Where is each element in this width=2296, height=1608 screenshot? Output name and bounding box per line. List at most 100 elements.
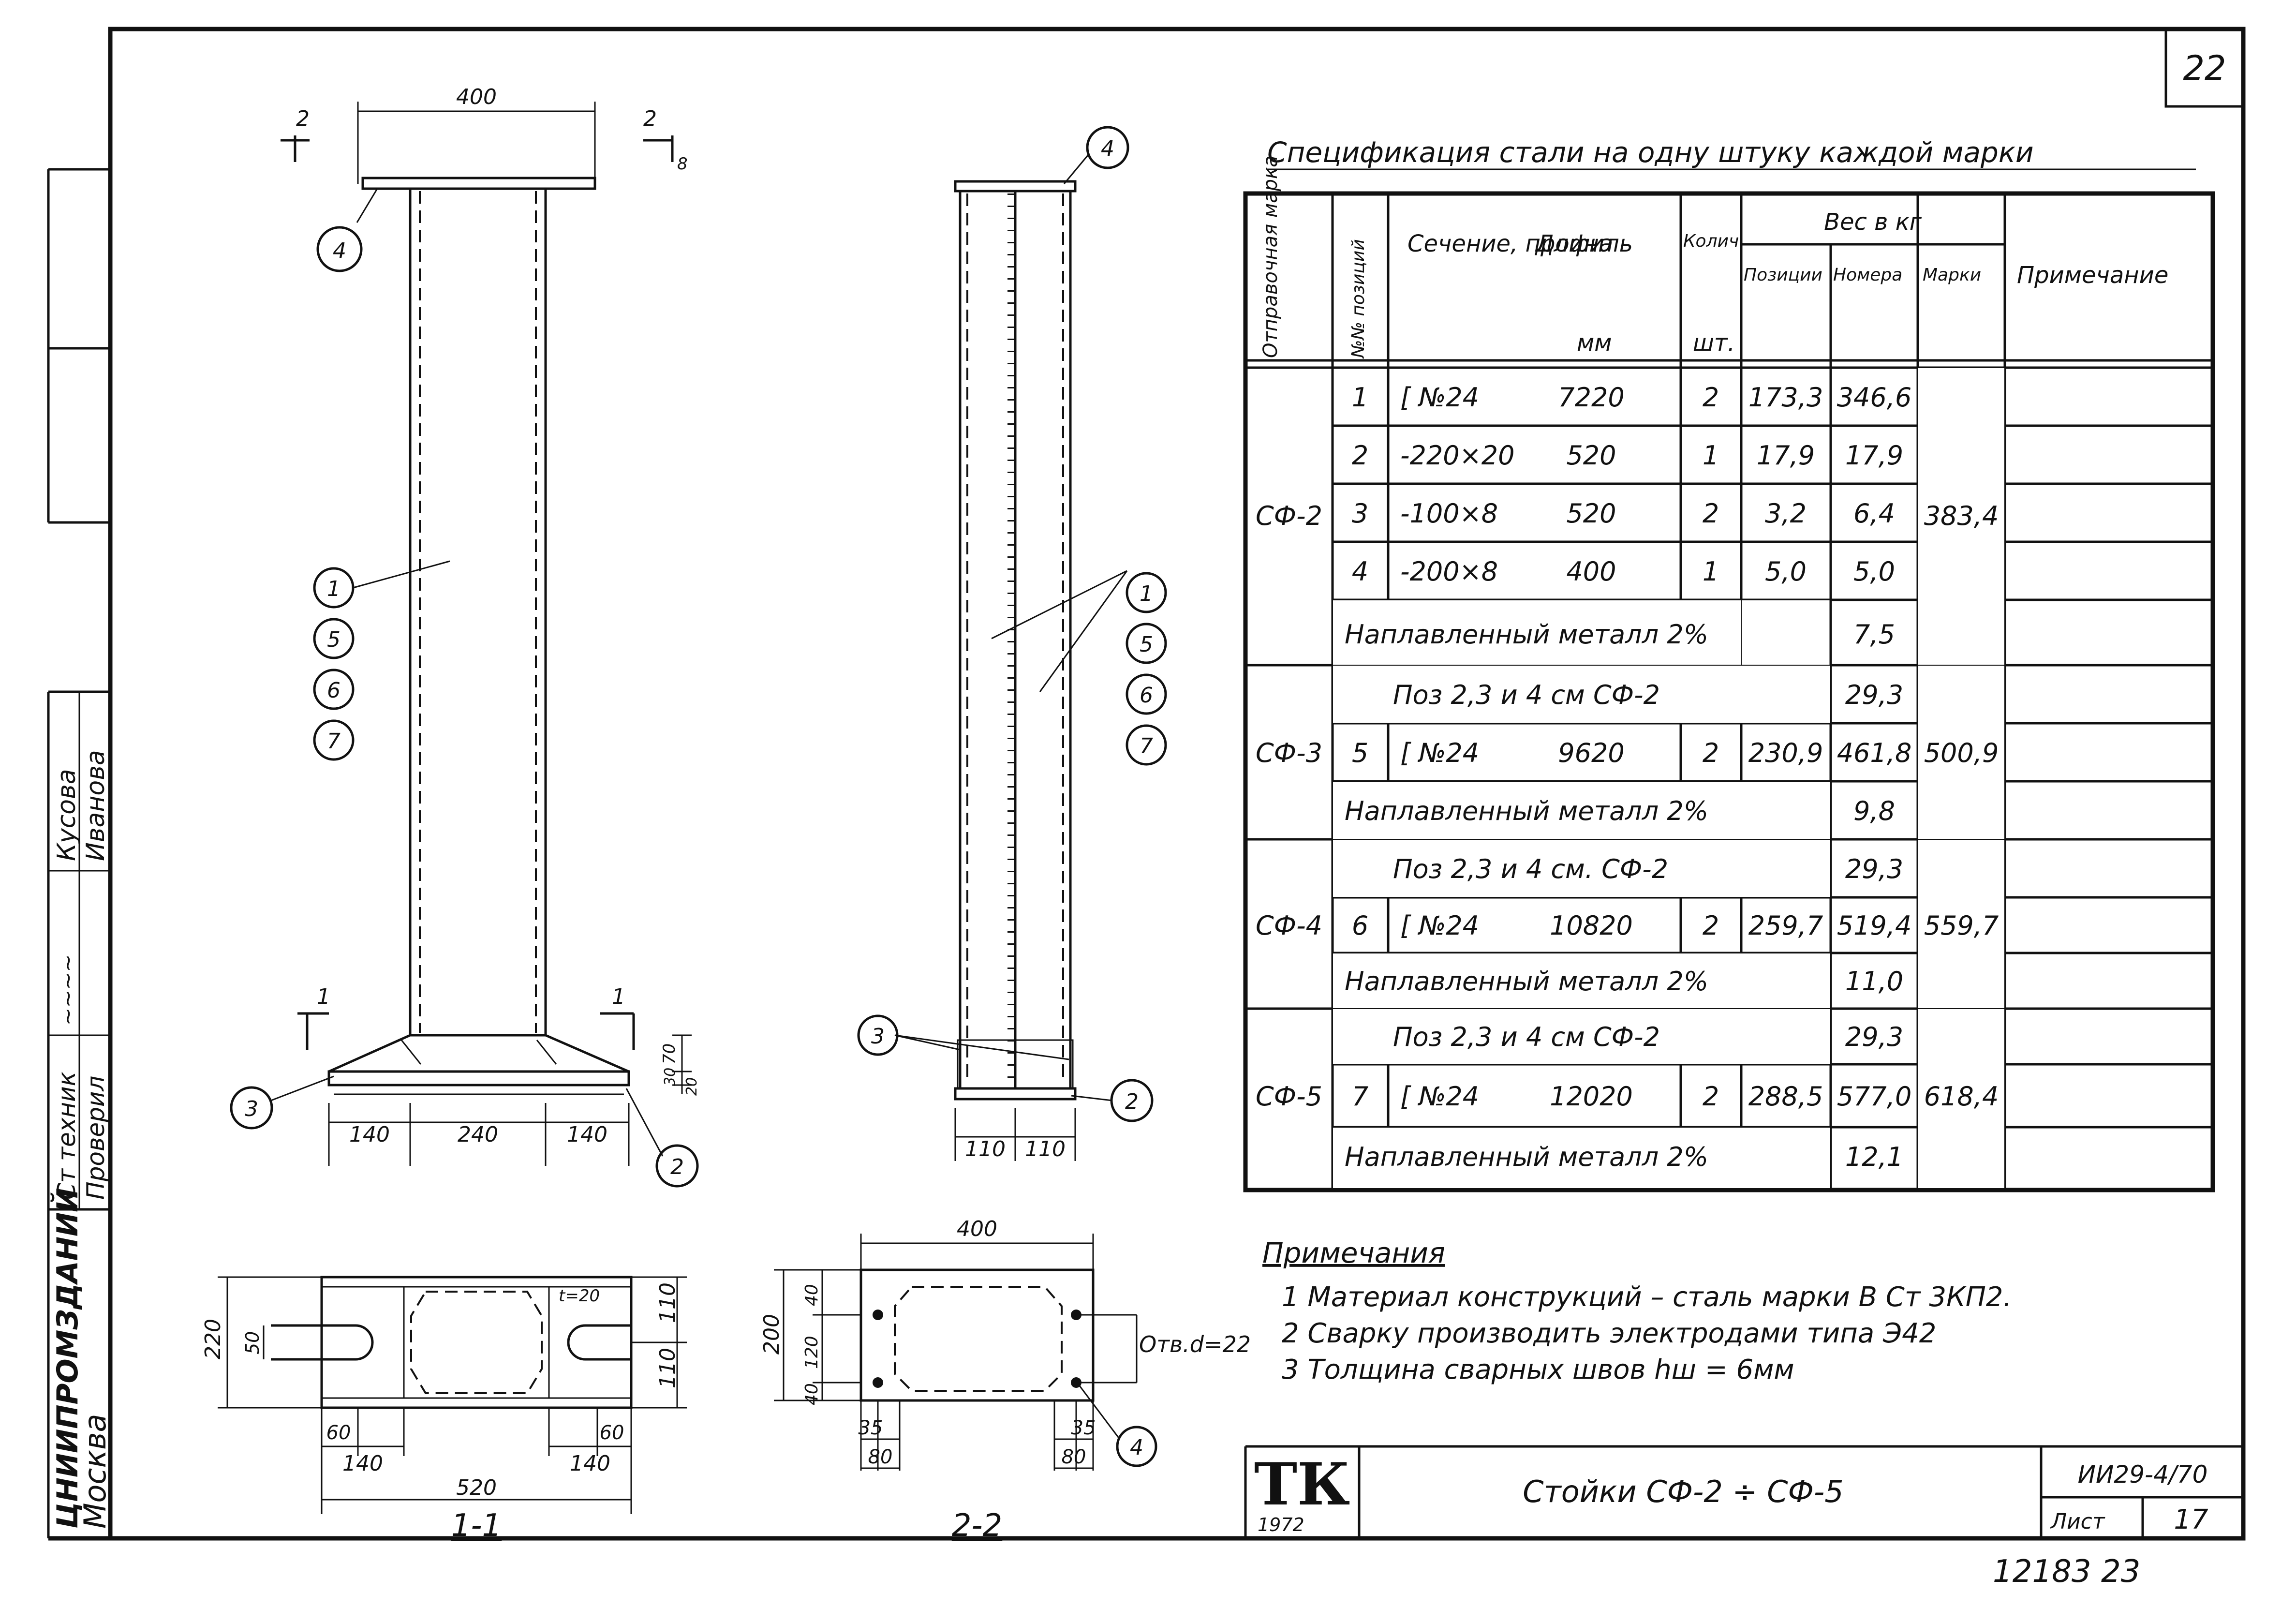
side-callout-2: [1110, 1079, 1154, 1122]
g3-r1-qty: 2: [1703, 910, 1719, 941]
note-1: 1 Материал конструкций – сталь марки В С…: [1282, 1281, 2012, 1313]
g1-r1-wnum: 346,6: [1837, 382, 1912, 413]
side-callout-6: [1126, 673, 1167, 715]
hdr-note: Примечание: [2017, 262, 2168, 289]
section11-right-dim-1: 110: [655, 1282, 680, 1323]
g1-r3-qty: 2: [1703, 498, 1719, 529]
section22-top-plate: [859, 1268, 1095, 1402]
svg-text:5: 5: [327, 627, 341, 652]
sheet-number: 22: [2183, 48, 2226, 88]
section22-hole-3: [1071, 1310, 1081, 1320]
sheet-number-box: [2164, 28, 2245, 108]
section11-height-dim: 220: [201, 1319, 225, 1359]
g1-r4-section: -200×8: [1400, 556, 1498, 587]
notes-heading: Примечания: [1262, 1236, 1445, 1269]
side-callout-1: [1126, 572, 1167, 613]
g3-r1-pos: 6: [1352, 910, 1368, 941]
g1-mark: СФ-2: [1256, 501, 1322, 531]
g1-r1-section: [ №24: [1400, 382, 1479, 413]
g3-r1-length: 10820: [1550, 910, 1633, 941]
g4-r1-wpos: 288,5: [1748, 1081, 1823, 1112]
svg-text:2: 2: [670, 1155, 684, 1179]
section22-hole-1: [873, 1310, 883, 1320]
front-base-gusset: [328, 1034, 629, 1073]
hdr-length: Длина: [1535, 230, 1613, 257]
title-block: ТК 1972 Стойки СФ-2 ÷ СФ-5 ИИ29-4/70 Лис…: [1244, 1445, 2243, 1590]
hdr-qty-unit: шт.: [1693, 329, 1735, 357]
section22-height-dim: 200: [759, 1314, 784, 1355]
g1-weld-value: 7,5: [1853, 619, 1895, 650]
stamp-org-1: ЦНИИПРОМЗДАНИЙ: [50, 1188, 85, 1529]
front-callout-7: [313, 719, 355, 761]
section11-right-dim-2: 110: [655, 1348, 680, 1388]
note-3: 3 Толщина сварных швов hш = 6мм: [1282, 1354, 1794, 1385]
hdr-w-mark: Марки: [1923, 265, 1981, 285]
g2-r1-wpos: 230,9: [1748, 738, 1823, 768]
g3-weld-text: Наплавленный металл 2%: [1345, 966, 1708, 997]
g2-mark: СФ-3: [1256, 738, 1322, 768]
spec-table: Спецификация стали на одну штуку каждой …: [1243, 136, 2215, 1192]
stamp-role-1: Ст техник: [53, 1072, 81, 1200]
g1-r2-length: 520: [1566, 440, 1616, 471]
front-top-plate-dim: 8: [677, 154, 688, 174]
section11-dim-60-right: 60: [600, 1422, 624, 1444]
title-code: ИИ29-4/70: [2078, 1460, 2208, 1489]
section22-left-dim-2: 120: [802, 1336, 822, 1369]
front-base-plate: [327, 1070, 630, 1087]
side-bottom-dim-2: 110: [1025, 1137, 1066, 1161]
front-callout-1: [313, 567, 355, 609]
g2-r1-qty: 2: [1703, 738, 1719, 768]
front-callout-5: [313, 618, 355, 659]
front-base-dim-30: 30: [662, 1068, 679, 1086]
side-top-plate: [954, 180, 1077, 193]
g1-r2-wnum: 17,9: [1845, 440, 1903, 471]
g4-ref-value: 29,3: [1845, 1022, 1903, 1052]
title-drawing-name: Стойки СФ-2 ÷ СФ-5: [1523, 1474, 1843, 1509]
g2-r1-wnum: 461,8: [1837, 738, 1912, 768]
section-2-2: 400 200 40 120 40 Отв.d=22 35 80 35 80 4: [759, 1217, 1251, 1544]
front-cut1-right: 1: [612, 984, 625, 1009]
g4-total: 618,4: [1924, 1081, 1999, 1112]
g1-r1-pos: 1: [1352, 382, 1368, 413]
g3-weld-value: 11,0: [1845, 966, 1903, 997]
hdr-pos: №№ позиций: [1348, 239, 1368, 359]
hdr-length-unit: мм: [1577, 329, 1612, 357]
title-sheet-label: Лист: [2050, 1509, 2105, 1534]
g3-ref-text: Поз 2,3 и 4 см. СФ-2: [1393, 854, 1668, 884]
g1-r1-wpos: 173,3: [1748, 382, 1823, 413]
g1-r2-qty: 1: [1703, 440, 1719, 471]
g3-ref-value: 29,3: [1845, 854, 1903, 884]
g2-r1-length: 9620: [1558, 738, 1624, 768]
section22-hole-2: [873, 1377, 883, 1388]
section22-callout-4: [1116, 1426, 1157, 1467]
section11-label: 1-1: [451, 1508, 502, 1544]
g1-r4-pos: 4: [1352, 556, 1368, 587]
g4-r1-pos: 7: [1352, 1081, 1368, 1112]
section22-label: 2-2: [952, 1508, 1003, 1544]
section22-width-dim: 400: [957, 1217, 997, 1241]
g1-r2-wpos: 17,9: [1757, 440, 1815, 471]
spec-title: Спецификация стали на одну штуку каждой …: [1267, 136, 2034, 169]
g4-weld-value: 12,1: [1845, 1142, 1903, 1172]
hdr-weight: Вес в кг: [1824, 208, 1922, 236]
section11-dim-60-left: 60: [326, 1422, 351, 1444]
side-callout-4: [1086, 126, 1129, 169]
g2-r1-pos: 5: [1352, 738, 1368, 768]
section11-width-dim: 520: [456, 1475, 497, 1500]
side-callout-3: [857, 1014, 899, 1056]
side-base-plate: [954, 1087, 1077, 1101]
g4-mark: СФ-5: [1256, 1081, 1322, 1112]
svg-text:3: 3: [871, 1024, 885, 1049]
g3-total: 559,7: [1924, 910, 1999, 941]
svg-text:4: 4: [333, 238, 346, 263]
front-view: 400 2 2 8 1 1 70 30 20: [230, 85, 700, 1188]
svg-text:7: 7: [1140, 734, 1153, 759]
front-base-dim-20: 20: [683, 1077, 700, 1096]
notes: Примечания 1 Материал конструкций – стал…: [1262, 1236, 2012, 1385]
svg-text:6: 6: [327, 678, 341, 703]
g4-r1-section: [ №24: [1400, 1081, 1479, 1112]
side-view: 110 110 4 1 5 6 7 3 2: [857, 126, 1167, 1161]
g1-r4-qty: 1: [1703, 556, 1719, 587]
g4-r1-qty: 2: [1703, 1081, 1719, 1112]
